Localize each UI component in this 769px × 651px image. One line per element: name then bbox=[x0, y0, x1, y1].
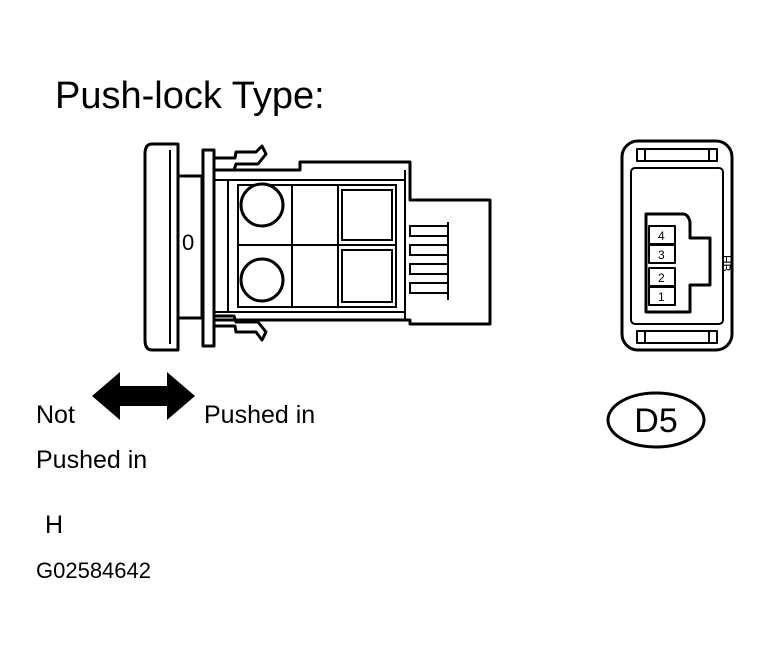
connector-id: D5 bbox=[634, 402, 677, 440]
indicator-lower bbox=[239, 257, 285, 303]
indicator-upper bbox=[239, 182, 285, 228]
pin-3: 3 bbox=[658, 248, 665, 262]
pin-1: 1 bbox=[658, 290, 665, 304]
knob-mark: 0 bbox=[182, 230, 194, 255]
switch-knob bbox=[143, 142, 180, 352]
switch-housing bbox=[212, 160, 492, 326]
pin-4: 4 bbox=[658, 229, 665, 243]
connector-housing bbox=[620, 139, 734, 352]
label-not-pushed-in: Pushed in bbox=[36, 446, 147, 474]
figure-code: G02584642 bbox=[36, 558, 151, 583]
pin-2: 2 bbox=[658, 271, 665, 285]
double-arrow-icon bbox=[92, 372, 195, 420]
terminal-pins bbox=[409, 222, 449, 300]
connector-front-view: 4 3 2 1 HB bbox=[620, 139, 734, 352]
label-not: Not bbox=[36, 401, 75, 429]
diagram-title: Push-lock Type: bbox=[55, 75, 325, 117]
label-pushed-in: Pushed in bbox=[204, 401, 315, 429]
connector-id-badge bbox=[606, 391, 706, 449]
upper-latch bbox=[212, 144, 268, 172]
connector-side-mark: HB bbox=[719, 255, 733, 272]
pin-cavity bbox=[644, 212, 712, 314]
view-letter: H bbox=[45, 511, 63, 539]
switch-body: 0 bbox=[143, 142, 492, 352]
